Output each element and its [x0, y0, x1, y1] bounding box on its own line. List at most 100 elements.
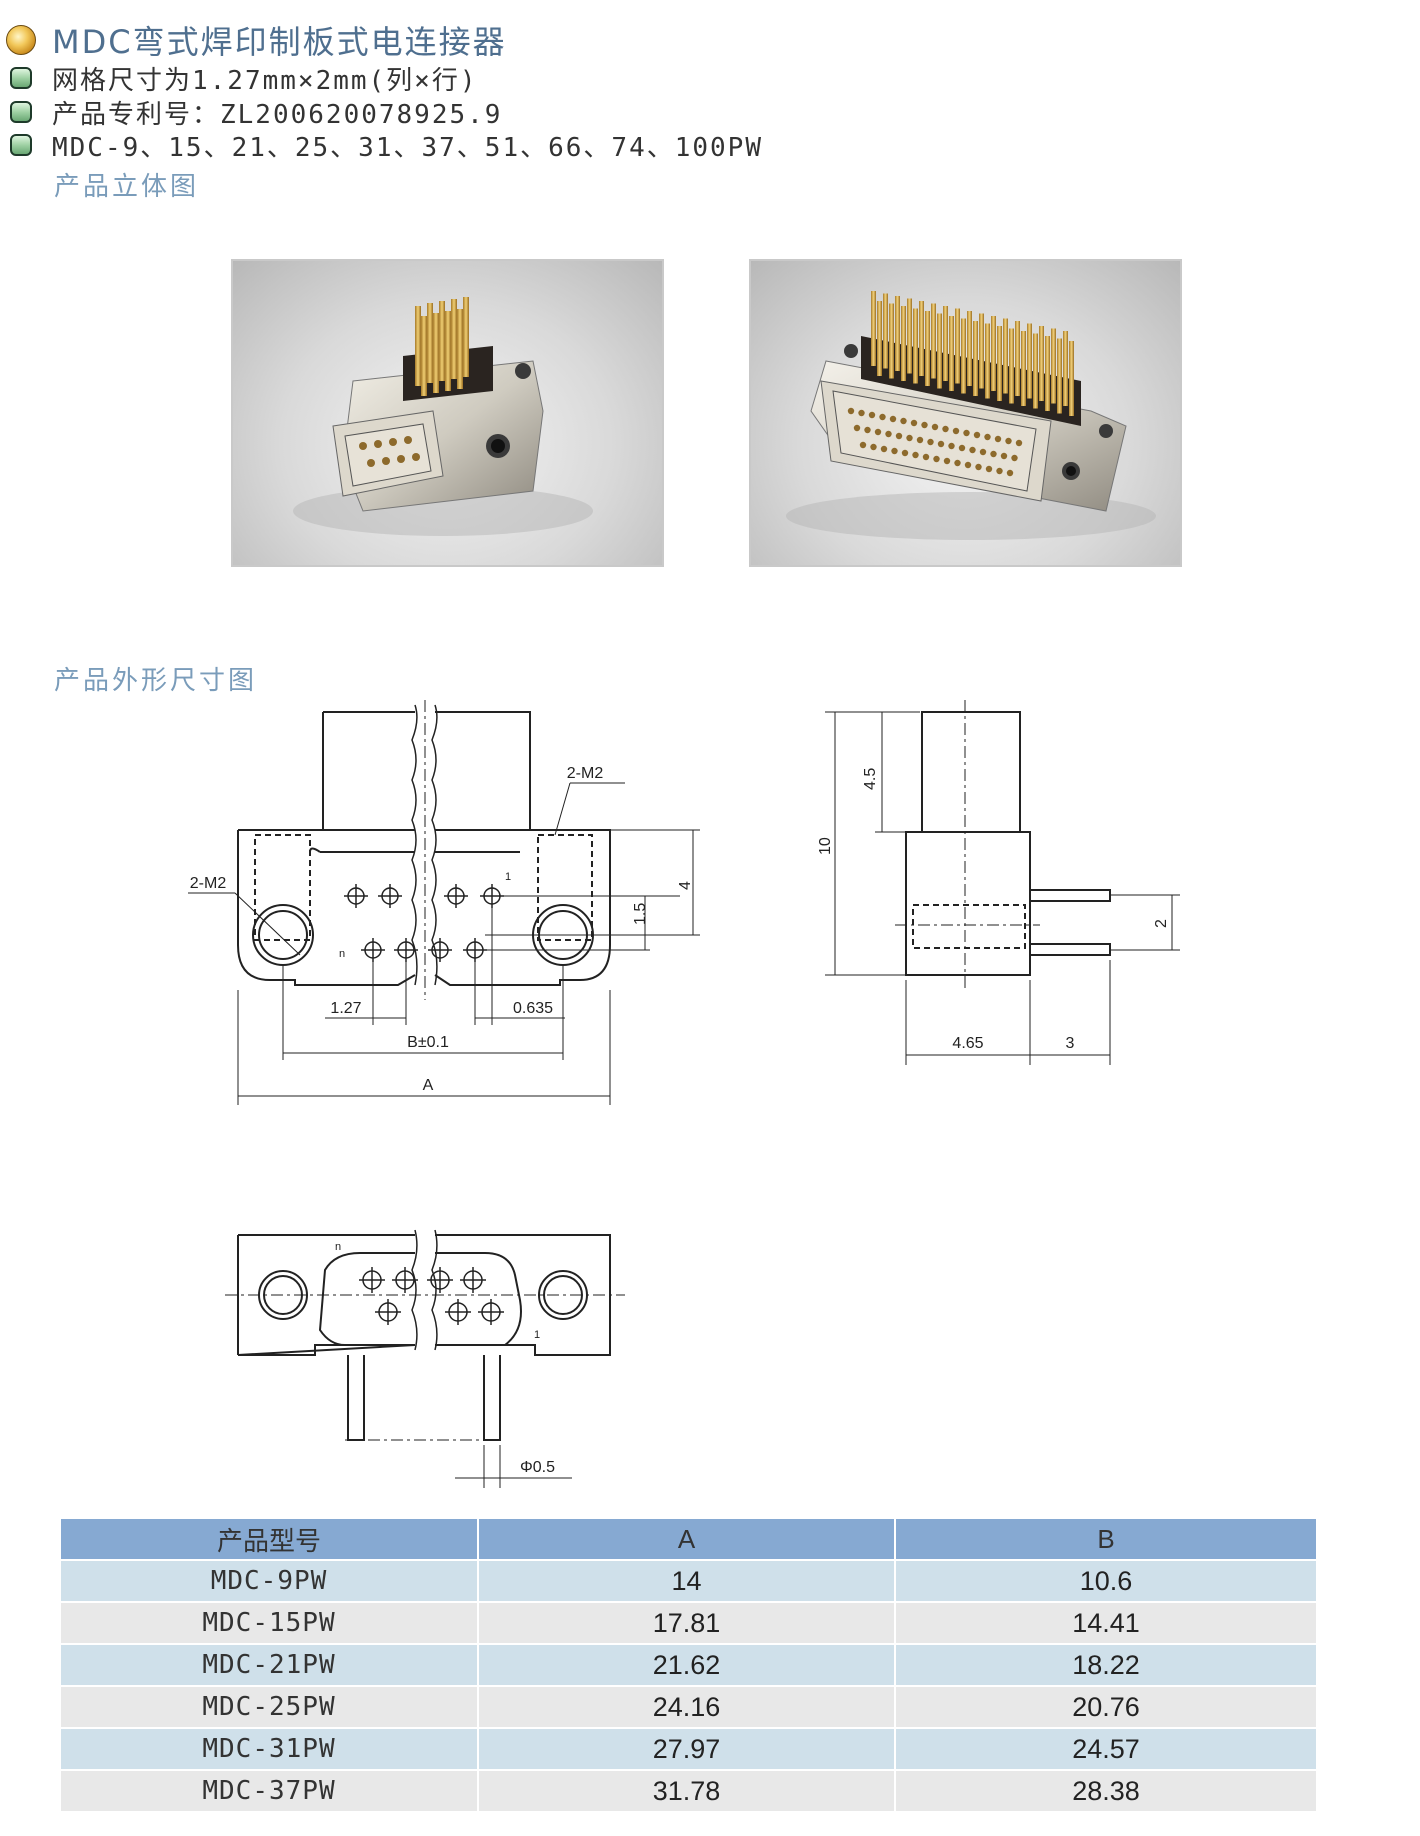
contact-pin	[877, 301, 882, 376]
green-square-bullet-icon	[10, 134, 32, 156]
contact-socket	[979, 448, 987, 456]
green-square-bullet-icon	[10, 101, 32, 123]
contact-socket	[868, 411, 876, 419]
contact-socket	[895, 432, 903, 440]
contact-pin	[1009, 328, 1014, 404]
a-cell: 14	[478, 1560, 896, 1603]
contact-socket	[885, 430, 892, 438]
contact-socket	[963, 429, 970, 437]
contact-socket	[912, 451, 919, 459]
contact-pin	[895, 296, 900, 371]
a-cell: 24.16	[478, 1686, 896, 1729]
table-row: MDC-31PW 27.97 24.57	[61, 1728, 1316, 1771]
photo-section-heading: 产品立体图	[54, 172, 200, 202]
contact-pin	[871, 291, 876, 366]
contact-socket	[958, 444, 966, 452]
contact-socket	[984, 433, 991, 441]
contact-pin	[913, 308, 918, 384]
table-row: MDC-25PW 24.16 20.76	[61, 1686, 1316, 1729]
contact-pin	[925, 311, 930, 386]
header-b: B	[895, 1519, 1316, 1561]
contact-socket	[973, 431, 981, 439]
contact-pin	[1033, 333, 1038, 409]
side-4-65-label: 4.65	[952, 1035, 983, 1052]
contact-pin	[1069, 341, 1074, 416]
contact-socket	[859, 441, 867, 449]
model-cell: MDC-37PW	[61, 1770, 479, 1813]
dim-b-label: B±0.1	[407, 1034, 449, 1051]
contact-pin	[883, 293, 888, 369]
contact-pin	[889, 303, 894, 379]
contact-pin	[949, 316, 954, 391]
contact-socket	[964, 461, 972, 469]
header-model: 产品型号	[61, 1519, 479, 1561]
a-cell: 27.97	[478, 1728, 896, 1771]
contact-socket	[996, 467, 1003, 475]
contact-socket	[889, 415, 897, 423]
contact-socket	[906, 434, 913, 442]
contact-pin	[937, 313, 942, 389]
contact-socket	[900, 417, 907, 425]
row-spacing-label: 1.5	[632, 903, 649, 925]
contact-pin	[979, 313, 984, 389]
contact-pin	[973, 321, 978, 396]
contact-pin	[1063, 331, 1068, 406]
model-cell: MDC-25PW	[61, 1686, 479, 1729]
table-row: MDC-37PW 31.78 28.38	[61, 1770, 1316, 1813]
model-cell: MDC-9PW	[61, 1560, 479, 1603]
contact-socket	[969, 446, 976, 454]
b-cell: 18.22	[895, 1644, 1316, 1687]
pin-diameter-label: Φ0.5	[520, 1459, 555, 1476]
side-3-label: 3	[1066, 1035, 1075, 1052]
contact-socket	[933, 455, 940, 463]
contact-socket	[990, 450, 997, 458]
contact-socket	[874, 428, 882, 436]
title-row: MDC弯式焊印制板式电连接器	[6, 20, 507, 61]
contact-pin	[1021, 331, 1026, 406]
model-cell: MDC-21PW	[61, 1644, 479, 1687]
contact-pin	[985, 323, 990, 399]
bottom-pin-1-label: 1	[534, 1329, 540, 1341]
contact-socket	[864, 426, 871, 434]
contact-socket	[943, 457, 951, 465]
contact-pin	[991, 316, 996, 391]
contact-socket	[948, 442, 955, 450]
document-title: MDC弯式焊印制板式电连接器	[52, 23, 507, 61]
contact-socket	[853, 424, 861, 432]
contact-socket	[847, 407, 855, 415]
connector-9pin-image	[293, 297, 593, 536]
pin-n-label: n	[339, 948, 345, 960]
feature-item: 网格尺寸为1.27mm×2mm(列×行)	[10, 62, 478, 96]
contact-socket	[870, 443, 877, 451]
contact-socket	[880, 445, 888, 453]
pin-1-label: 1	[505, 871, 511, 883]
contact-pin	[997, 326, 1002, 401]
b-cell: 24.57	[895, 1728, 1316, 1771]
b-cell: 14.41	[895, 1602, 1316, 1645]
contact-socket	[891, 447, 898, 455]
table-row: MDC-9PW 14 10.6	[61, 1560, 1316, 1603]
dim-a-label: A	[423, 1077, 434, 1094]
green-square-bullet-icon	[10, 67, 32, 89]
model-cell: MDC-15PW	[61, 1602, 479, 1645]
contact-socket	[1005, 437, 1012, 445]
contact-pin	[931, 303, 936, 379]
contact-socket	[954, 459, 961, 467]
feature-text: 网格尺寸为1.27mm×2mm(列×行)	[52, 65, 478, 96]
contact-pin	[943, 306, 948, 381]
offset-label: 0.635	[513, 1000, 553, 1017]
contact-pin	[1057, 338, 1062, 414]
bottom-pin-n-label: n	[335, 1241, 341, 1253]
contact-pin	[961, 318, 966, 394]
contact-socket	[931, 423, 939, 431]
header-a: A	[478, 1519, 896, 1561]
dimension-drawing: 2-M2 2-M2 1.27 0.635 B±0.1 A 1.5 4 1 n 4…	[188, 700, 1180, 1488]
contact-socket	[937, 440, 945, 448]
spec-table: 产品型号 A B MDC-9PW 14 10.6 MDC-15PW 17.81 …	[61, 1519, 1316, 1813]
contact-socket	[975, 463, 982, 471]
contact-socket	[1000, 452, 1008, 460]
contact-socket	[942, 425, 949, 433]
contact-socket	[927, 438, 934, 446]
contact-socket	[985, 465, 993, 473]
thread-label-top: 2-M2	[567, 765, 604, 782]
